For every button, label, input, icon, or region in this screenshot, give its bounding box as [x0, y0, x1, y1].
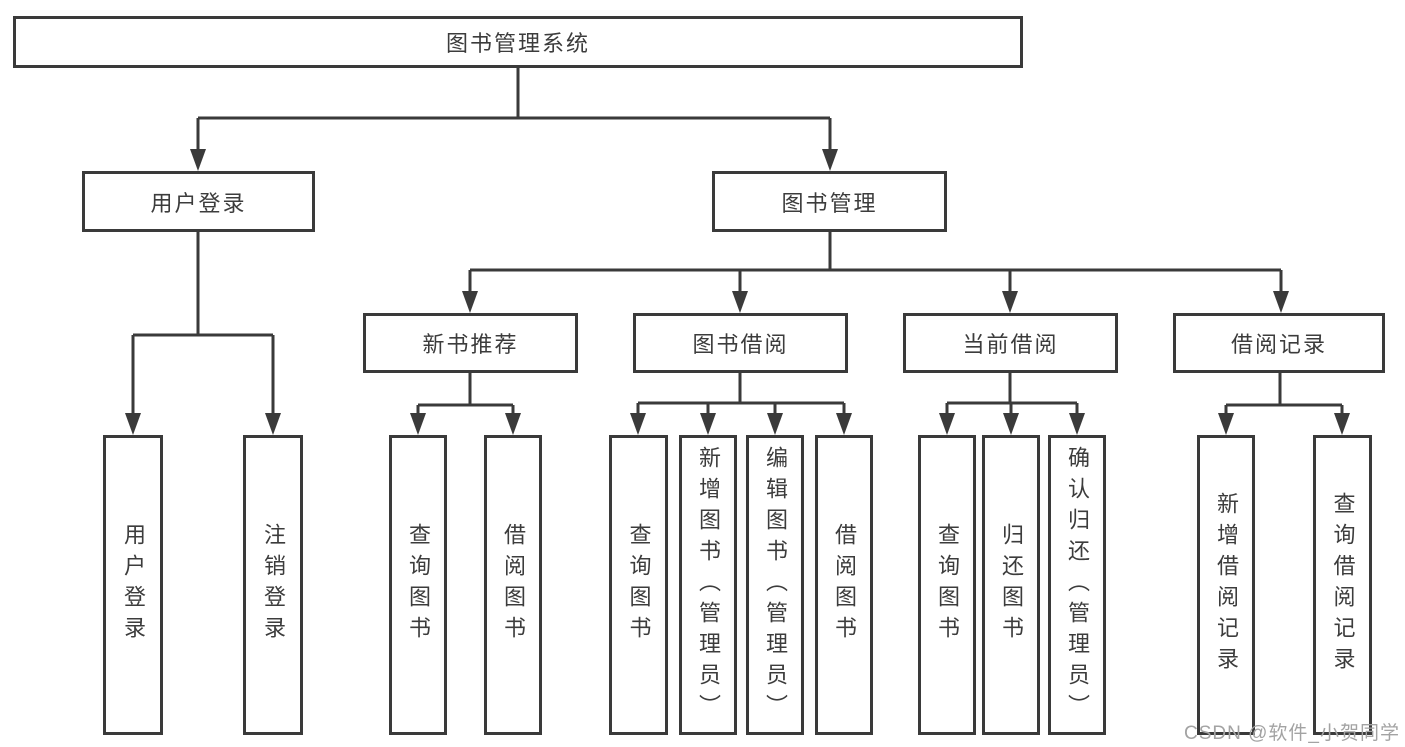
leaf-add-borrow-record-label: 新增借阅记录 [1214, 492, 1239, 678]
leaf-borrow-books-recommend: 借阅图书 [484, 435, 542, 735]
leaf-add-books-admin-label: 新增图书（管理员） [696, 445, 721, 725]
leaf-query-borrow-record: 查询借阅记录 [1313, 435, 1372, 735]
leaf-edit-books-admin: 编辑图书（管理员） [746, 435, 804, 735]
node-borrowing-records: 借阅记录 [1173, 313, 1385, 373]
leaf-query-books-current: 查询图书 [918, 435, 976, 735]
leaf-confirm-return-admin-label: 确认归还（管理员） [1065, 445, 1090, 725]
leaf-return-books: 归还图书 [982, 435, 1040, 735]
leaf-query-books-borrow: 查询图书 [609, 435, 668, 735]
leaf-logout: 注销登录 [243, 435, 303, 735]
leaf-query-borrow-record-label: 查询借阅记录 [1330, 492, 1356, 678]
node-new-book-recommendation: 新书推荐 [363, 313, 578, 373]
leaf-add-books-admin: 新增图书（管理员） [679, 435, 737, 735]
node-user-login: 用户登录 [82, 171, 315, 232]
leaf-query-books-current-label: 查询图书 [935, 523, 960, 647]
leaf-borrow-books-recommend-label: 借阅图书 [501, 523, 526, 647]
leaf-query-books-recommend-label: 查询图书 [406, 523, 431, 647]
leaf-edit-books-admin-label: 编辑图书（管理员） [763, 445, 788, 725]
leaf-query-books-recommend: 查询图书 [389, 435, 447, 735]
leaf-user-login: 用户登录 [103, 435, 163, 735]
leaf-confirm-return-admin: 确认归还（管理员） [1048, 435, 1106, 735]
leaf-add-borrow-record: 新增借阅记录 [1197, 435, 1255, 735]
leaf-user-login-label: 用户登录 [121, 523, 146, 647]
leaf-logout-label: 注销登录 [261, 523, 286, 647]
node-book-management: 图书管理 [712, 171, 947, 232]
node-current-borrowing: 当前借阅 [903, 313, 1118, 373]
leaf-return-books-label: 归还图书 [999, 523, 1024, 647]
arrowheads [125, 149, 1350, 435]
csdn-watermark: CSDN @软件_小贺同学 [1184, 723, 1400, 744]
leaf-borrow-books-label: 借阅图书 [832, 523, 857, 647]
node-book-borrowing: 图书借阅 [633, 313, 848, 373]
node-library-system: 图书管理系统 [13, 16, 1023, 68]
leaf-query-books-borrow-label: 查询图书 [626, 523, 652, 647]
leaf-borrow-books: 借阅图书 [815, 435, 873, 735]
